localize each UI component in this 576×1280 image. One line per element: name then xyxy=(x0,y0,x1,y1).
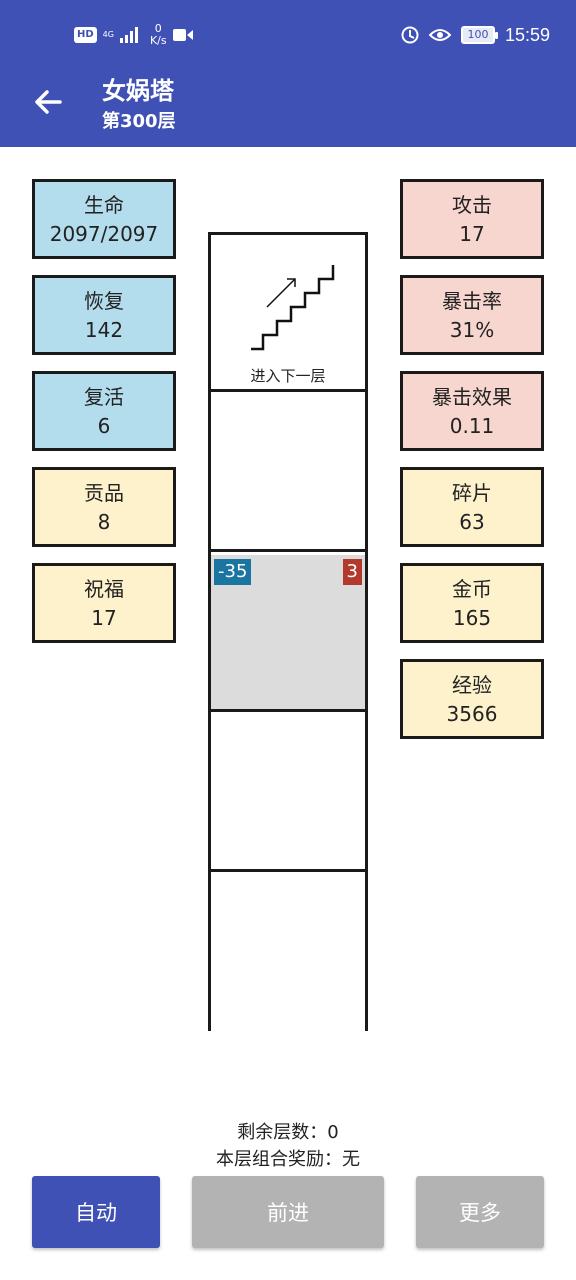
stat-value: 31% xyxy=(449,318,495,342)
stat-value: 142 xyxy=(84,318,124,342)
back-arrow-icon[interactable] xyxy=(30,84,66,120)
tower-cell-enemy[interactable]: -35 3 xyxy=(211,555,365,712)
network-type: 4G xyxy=(102,30,114,39)
video-camera-icon xyxy=(172,29,193,41)
floor-reward: 本层组合奖励：无 xyxy=(216,1149,360,1170)
status-left: HD 4G 0 K/s xyxy=(74,18,193,52)
stat-hp: 生命 2097/2097 xyxy=(32,179,176,259)
tower-cell-empty[interactable] xyxy=(211,395,365,552)
status-right: 100 15:59 xyxy=(401,20,550,50)
stat-label: 碎片 xyxy=(452,481,492,505)
net-speed: 0 K/s xyxy=(150,23,167,47)
stat-value: 17 xyxy=(459,222,485,246)
stat-label: 贡品 xyxy=(84,481,124,505)
status-bar: HD 4G 0 K/s xyxy=(0,0,576,70)
more-button[interactable]: 更多 xyxy=(416,1176,544,1248)
stat-value: 17 xyxy=(91,606,117,630)
stat-attack: 攻击 17 xyxy=(400,179,544,259)
stat-label: 祝福 xyxy=(84,577,124,601)
data-saver-icon xyxy=(401,26,419,44)
battery-icon: 100 xyxy=(460,26,498,44)
stat-blessing: 祝福 17 xyxy=(32,563,176,643)
tower-column: 进入下一层 -35 3 xyxy=(208,232,368,1032)
stat-label: 复活 xyxy=(84,385,124,409)
floor-subtitle: 第300层 xyxy=(102,111,176,132)
stat-label: 经验 xyxy=(452,673,492,697)
remaining-floors: 剩余层数：0 xyxy=(237,1122,339,1143)
stat-label: 生命 xyxy=(84,193,124,217)
stat-label: 金币 xyxy=(452,577,492,601)
stat-revive: 复活 6 xyxy=(32,371,176,451)
enemy-attack-badge: 3 xyxy=(342,559,362,585)
forward-button[interactable]: 前进 xyxy=(192,1176,384,1248)
tower-cell-empty[interactable] xyxy=(211,715,365,872)
enemy-damage-badge: -35 xyxy=(214,559,252,585)
page-title: 女娲塔 xyxy=(102,77,174,105)
stat-experience: 经验 3566 xyxy=(400,659,544,739)
stat-label: 暴击率 xyxy=(442,289,502,313)
stat-label: 恢复 xyxy=(84,289,124,313)
stat-recovery: 恢复 142 xyxy=(32,275,176,355)
stat-value: 2097/2097 xyxy=(49,222,159,246)
stat-label: 攻击 xyxy=(452,193,492,217)
net-speed-value: 0 xyxy=(154,22,162,35)
eye-comfort-icon xyxy=(428,29,451,41)
stat-label: 暴击效果 xyxy=(432,385,512,409)
next-floor-label: 进入下一层 xyxy=(250,367,326,385)
clock: 15:59 xyxy=(504,24,550,45)
stat-value: 3566 xyxy=(446,702,498,726)
auto-button[interactable]: 自动 xyxy=(32,1176,160,1248)
stairs-icon xyxy=(251,265,335,351)
app-bar: HD 4G 0 K/s xyxy=(0,0,576,147)
tower-cell-stairs[interactable]: 进入下一层 xyxy=(211,235,365,392)
net-speed-unit: K/s xyxy=(149,34,167,47)
stat-value: 165 xyxy=(452,606,492,630)
stat-fragments: 碎片 63 xyxy=(400,467,544,547)
stat-value: 0.11 xyxy=(449,414,495,438)
stat-crit-effect: 暴击效果 0.11 xyxy=(400,371,544,451)
stat-value: 63 xyxy=(459,510,485,534)
tower-cell-empty[interactable] xyxy=(211,875,365,1032)
stat-value: 8 xyxy=(97,510,111,534)
signal-icon xyxy=(119,27,138,43)
stat-tribute: 贡品 8 xyxy=(32,467,176,547)
stat-value: 6 xyxy=(97,414,111,438)
stat-crit-rate: 暴击率 31% xyxy=(400,275,544,355)
stat-gold: 金币 165 xyxy=(400,563,544,643)
hd-badge: HD xyxy=(74,27,97,43)
